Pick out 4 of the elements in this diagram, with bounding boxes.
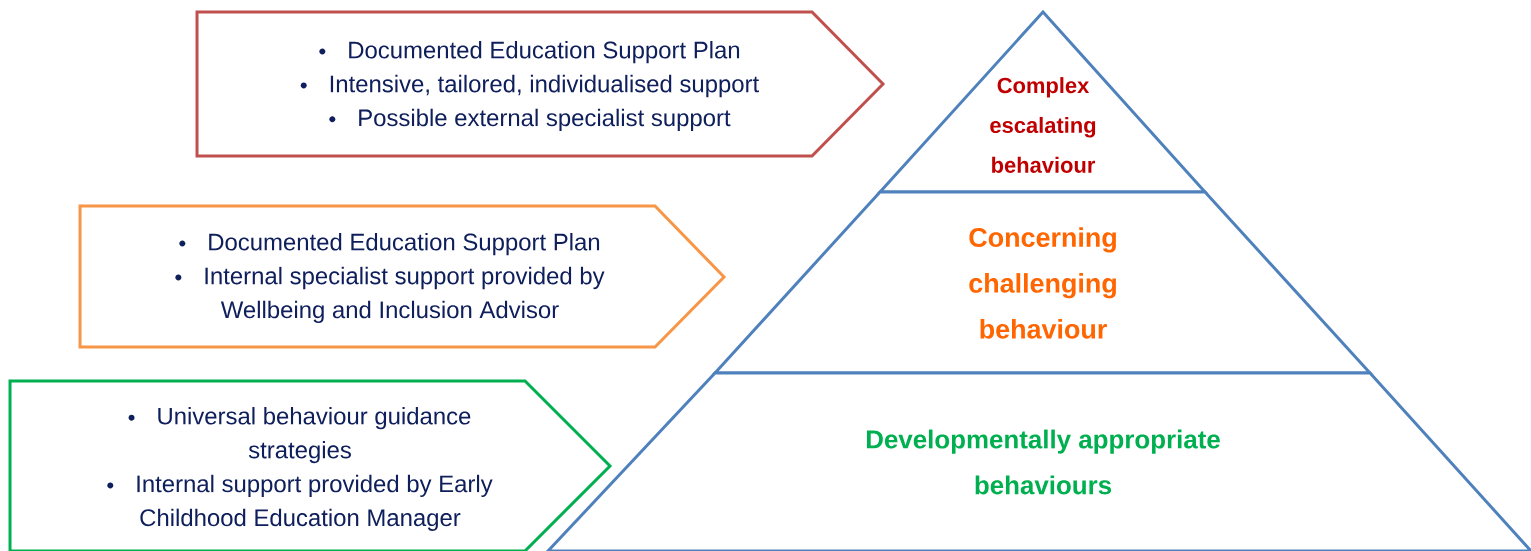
arrow-box: Documented Education Support Plan Internal specialist support provided by Wellbeing and Inclusion Advisor [78,204,727,349]
node-label: Developmentally appropriate behaviours [866,429,1220,495]
arrow-box: Universal behaviour guidance strategies Internal support provided by Early Childhood Education Manager [8,379,613,551]
arrow-box: Documented Education Support Plan Intensive, tailored, individualised support Possible external specialist support [195,10,886,158]
